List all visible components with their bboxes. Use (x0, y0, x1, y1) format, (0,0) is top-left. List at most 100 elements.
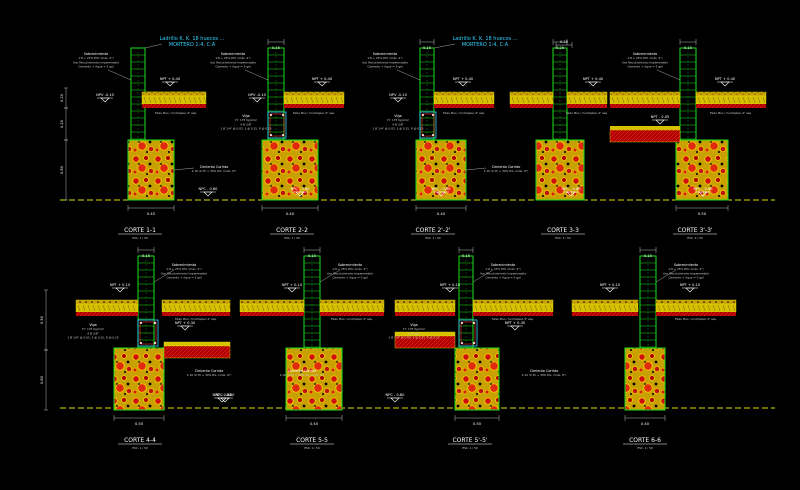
note-line: 1:8 + 25% P.M. (máx. 4") (367, 56, 402, 60)
slab-hatch (656, 96, 660, 104)
note-line: 1 Ø 1/4" @ 0.05, 3 @ 0.15, R @ 0.25 (372, 126, 423, 131)
dimension-horizontal: 0.15 (303, 247, 321, 258)
finish-floor (161, 299, 231, 305)
note-line: Uso Recubrimiento Impermeable (622, 60, 668, 64)
slab-hatch (300, 96, 304, 104)
floor-slab-right (283, 91, 345, 108)
level-label: NPT + 0.30 (505, 321, 526, 325)
beam-outline (267, 111, 287, 139)
section-scale-text: ESC. 1 / 50 (132, 446, 148, 450)
slab-hatch (682, 304, 686, 312)
dimension-horizontal: 0.15 (639, 247, 657, 258)
slab-hatch (331, 304, 335, 312)
floor-slab-right (161, 299, 232, 316)
level-marker-icon: NPC - 0.80 (386, 393, 405, 403)
level-label: NPV -0.10 (248, 93, 266, 97)
slab-hatch (107, 304, 111, 312)
slab-hatch (158, 96, 162, 104)
slab-hatch (188, 96, 192, 104)
leader-line (319, 269, 341, 283)
leader-line (153, 269, 175, 283)
slab-hatch (276, 304, 280, 312)
note-heading: Cimiento Corrido (530, 369, 559, 373)
slab-hatch (531, 96, 535, 104)
note-line: Uso Recubrimiento Impermeable (161, 271, 207, 275)
slab-hatch (608, 304, 612, 312)
dimension-horizontal: 0.15 (137, 247, 155, 258)
section-title-text: CORTE 2-2 (276, 227, 308, 234)
slab-hatch (366, 304, 370, 312)
slab-hatch (509, 304, 513, 312)
note-line: 1:10 (C:H) + 30% P.G. (máx. 6") (484, 169, 529, 173)
floor-slab-left (571, 299, 639, 316)
rubble-footing (535, 139, 585, 201)
dim-label: 0.15 (272, 46, 280, 50)
dim-label: 0.20 (60, 93, 64, 102)
dimension-horizontal: 0.40 (261, 205, 319, 216)
dim-label: 0.50 (473, 422, 482, 426)
note-heading: Sobrecimiento (338, 263, 362, 267)
footing-body (454, 347, 500, 411)
rebar-dot (422, 134, 424, 136)
footing-body (261, 139, 319, 201)
note-line: 1:8 + 25% P.M. (máx. 4") (215, 56, 250, 60)
slab-hatch (163, 304, 167, 312)
floor-slab-right (655, 299, 737, 316)
callout-subtitle: MORTERO 1:4, C:A (169, 42, 216, 48)
slab-hatch (295, 96, 299, 104)
leader-line (472, 269, 494, 283)
dim-label: 0.20 (60, 119, 64, 128)
stirrup (139, 321, 157, 345)
slab-hatch (613, 304, 617, 312)
note-line: Uso Recubrimiento Impermeable (480, 271, 526, 275)
dimension-horizontal: 0.25 (552, 39, 568, 50)
level-marker-icon: NPT + 0.10 (680, 283, 701, 293)
section-scale-text: ESC. 1 / 50 (425, 236, 441, 240)
slab-hatch (148, 96, 152, 104)
brick-wall-column (552, 47, 568, 141)
rebar-dot (140, 342, 142, 344)
note-line: 1 Ø 1/4" @ 0.05, 3 @ 0.15, R @ 0.25 (67, 335, 118, 340)
lower-floor-band (609, 129, 681, 143)
floor-layer-label: Falso Piso / Contrapiso 4" esp. (331, 317, 373, 321)
section-scale-text: ESC. 1 / 50 (687, 236, 703, 240)
level-triangle (720, 81, 730, 87)
section-title-text: CORTE 3-3 (547, 227, 579, 234)
dimension-horizontal: 0.15 (419, 39, 435, 50)
section-scale-text: ESC. 1 / 50 (284, 236, 300, 240)
footing-body (127, 139, 175, 201)
rebar-dot (461, 342, 463, 344)
slab-hatch (603, 304, 607, 312)
slab-hatch (514, 304, 518, 312)
dim-label: 0.45 (147, 212, 155, 216)
slab-hatch (578, 304, 582, 312)
rebar-dot (282, 134, 284, 136)
dimension-horizontal: 0.40 (415, 205, 467, 216)
note-line: 1:10 (C:H) + 30% P.G. (máx. 6") (522, 373, 567, 377)
stirrup (460, 321, 476, 345)
base-layer (567, 104, 607, 108)
note-line: Uso Recubrimiento Impermeable (73, 60, 119, 64)
slab-hatch (641, 96, 645, 104)
slab-hatch (178, 304, 182, 312)
slab-hatch (305, 96, 309, 104)
note-line: 4 Ø 3/8" (87, 330, 99, 335)
floor-layer-label: Falso Piso / Contrapiso 4" esp. (155, 111, 197, 115)
base-layer (395, 312, 455, 316)
slab-hatch (261, 304, 265, 312)
level-triangle (605, 287, 615, 293)
slab-hatch (168, 304, 172, 312)
dim-label: 0.15 (684, 46, 692, 50)
level-triangle (458, 81, 468, 87)
note-line: Uso Recubrimiento Impermeable (210, 60, 256, 64)
slab-hatch (717, 96, 721, 104)
rebar-dot (422, 114, 424, 116)
section-title-text: CORTE 5'-5' (452, 437, 487, 444)
slab-hatch (193, 304, 197, 312)
slab-hatch (183, 304, 187, 312)
